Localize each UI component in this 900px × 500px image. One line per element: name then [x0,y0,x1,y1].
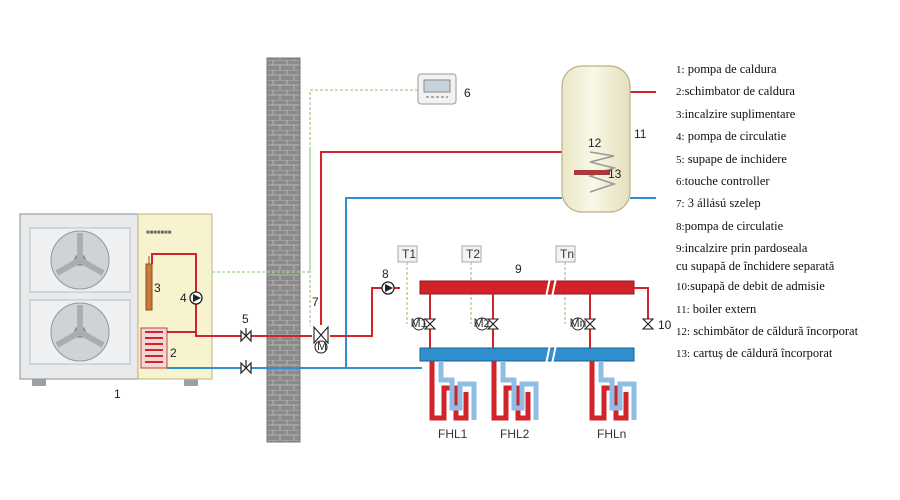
label-9: 9 [515,262,522,276]
label-7: 7 [312,295,319,309]
label-5: 5 [242,312,249,326]
valve-icon [240,360,252,375]
legend: 1: pompa de caldura 2:schimbator de cald… [676,58,900,365]
legend-item-12: 12: schimbător de căldură încorporat [676,323,859,338]
label-11: 11 [634,127,647,141]
legend-item-5: 5: supape de inchidere [676,151,787,166]
heater-icon [574,170,610,175]
legend-item-3: 3:incalzire suplimentare [676,106,796,121]
legend-item-11: 11: boiler extern [676,301,757,316]
wall [266,57,301,443]
label-t2: T2 [466,247,480,261]
label-tn: Tn [560,247,574,261]
label-3: 3 [154,281,161,295]
label-13: 13 [608,167,622,181]
coil-icon [587,151,617,193]
motor-valve-icon [412,317,585,331]
pump-icon [189,291,203,305]
legend-item-1: 1: pompa de caldura [676,62,777,76]
label-10: 10 [658,318,672,332]
legend-item-7: 7: 3 állású szelep [676,196,761,211]
label-12: 12 [588,136,602,150]
label-4: 4 [180,291,187,305]
legend-item-8: 8:pompa de circulatie [676,218,784,233]
valve-icon [423,318,655,330]
label-fhln: FHLn [597,427,626,441]
label-m1: M1 [411,316,428,330]
svg-text:■■■■■■■: ■■■■■■■ [146,230,172,236]
fan-icon [50,302,110,362]
supply-branch [429,287,649,348]
label-fhl1: FHL1 [438,427,468,441]
external-boiler [561,65,631,213]
label-m2: M2 [474,316,491,330]
legend-item-6: 6:touche controller [676,173,770,188]
label-fhl2: FHL2 [500,427,530,441]
motor-label: M [317,339,327,353]
outdoor-unit [19,213,198,386]
return-pipe [167,197,656,369]
supply-manifold [419,277,635,298]
valve-icon [240,328,252,343]
floor-loop-icon [429,361,477,421]
floor-loop-icon [491,361,539,421]
label-2: 2 [170,346,177,360]
label-1: 1 [114,387,121,401]
pump-icon [381,281,395,295]
legend-item-10: 10:supapă de debit de admisie [676,279,825,294]
motor-valve-icon [313,325,329,354]
legend-item-13: 13: cartuș de căldură încorporat [676,346,833,361]
heater-icon [145,256,153,311]
label-t1: T1 [402,247,416,261]
controller-icon [417,73,457,105]
return-manifold [419,344,635,365]
legend-item-2: 2:schimbator de caldura [676,84,795,99]
legend-item-4: 4: pompa de circulatie [676,129,787,144]
fan-icon [50,230,110,290]
label-6: 6 [464,86,471,100]
thermostat-icon [397,245,576,263]
coil-icon [140,327,168,369]
label-mn: Mn [570,316,587,330]
label-8: 8 [382,267,389,281]
floor-loop-icon [589,361,637,421]
